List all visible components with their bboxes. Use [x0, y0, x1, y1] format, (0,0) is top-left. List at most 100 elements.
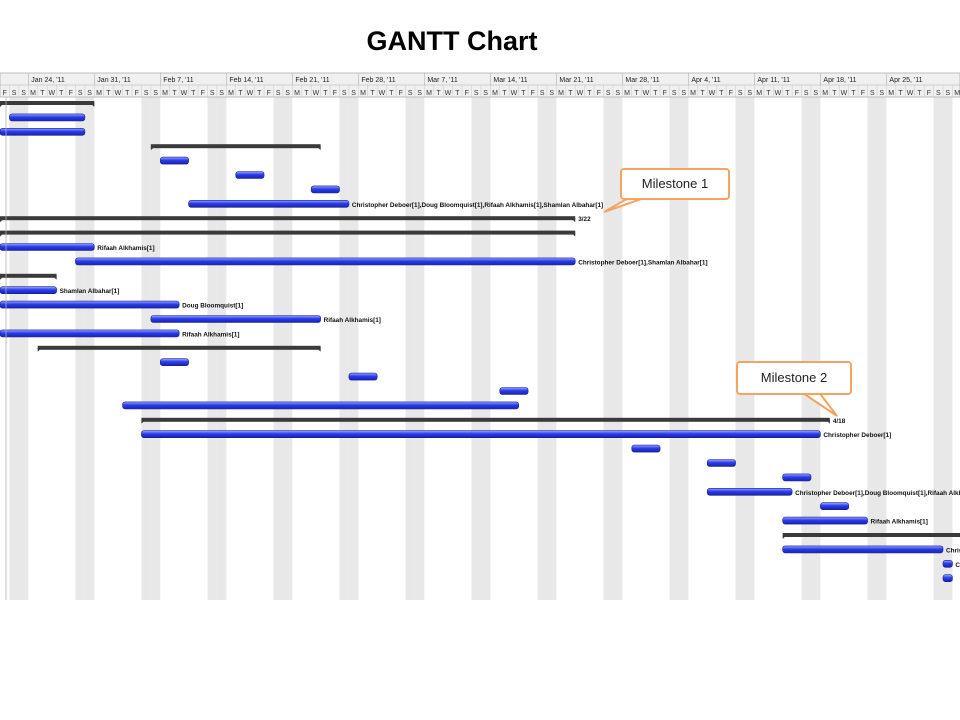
- day-letter: M: [228, 90, 234, 97]
- day-letter: T: [436, 90, 441, 97]
- day-letter: W: [445, 90, 452, 97]
- day-letter: W: [643, 90, 650, 97]
- task-label: Christopher Deboer[1],Doug Bloomquist[1]…: [795, 490, 960, 497]
- day-letter: M: [162, 90, 168, 97]
- task-label: 4/18: [833, 418, 846, 425]
- day-letter: W: [181, 90, 188, 97]
- summary-cap-left: [0, 103, 4, 107]
- day-letter: T: [238, 90, 243, 97]
- day-letter: F: [927, 90, 931, 97]
- summary-cap-right: [316, 347, 321, 352]
- milestone-callout: Milestone 1: [620, 168, 730, 200]
- summary-bar: [0, 230, 576, 235]
- weekend-shade: [603, 97, 613, 600]
- task-bar: [942, 559, 953, 568]
- day-letter: S: [87, 90, 92, 97]
- weekend-shade: [546, 97, 557, 600]
- week-label: Jan 31, '11: [97, 77, 131, 84]
- day-letter: T: [719, 90, 724, 97]
- day-letter: W: [247, 90, 254, 97]
- summary-cap-left: [0, 275, 4, 280]
- day-letter: F: [333, 90, 337, 97]
- day-letter: W: [775, 90, 782, 97]
- day-letter: T: [634, 90, 639, 97]
- day-letter: M: [492, 90, 498, 97]
- day-letter: T: [898, 90, 903, 97]
- day-letter: S: [12, 90, 17, 97]
- task-bar: [122, 401, 519, 410]
- day-letter: M: [294, 90, 300, 97]
- weekend-shade: [612, 97, 623, 600]
- day-letter: W: [907, 90, 914, 97]
- day-letter: S: [615, 90, 620, 97]
- task-label: Rifaah Alkhamis[1]: [324, 317, 381, 324]
- day-letter: S: [738, 90, 743, 97]
- weekend-shade: [801, 97, 811, 600]
- day-letter: T: [106, 90, 111, 97]
- day-letter: S: [483, 90, 488, 97]
- task-bar: [141, 430, 821, 439]
- day-letter: S: [936, 90, 941, 97]
- day-letter: M: [822, 90, 828, 97]
- weekend-shade: [735, 97, 745, 600]
- day-letter: S: [153, 90, 158, 97]
- summary-bar: [141, 417, 830, 422]
- task-label: Christopher Deboer[1]: [823, 432, 891, 439]
- day-letter: M: [756, 90, 762, 97]
- week-label: Feb 7, '11: [163, 77, 193, 84]
- day-letter: W: [709, 90, 716, 97]
- day-letter: S: [144, 90, 149, 97]
- day-letter: T: [389, 90, 394, 97]
- task-label: Christopher D: [946, 547, 960, 554]
- week-label: Apr 4, '11: [691, 77, 720, 84]
- day-letter: F: [399, 90, 403, 97]
- weekend-shade: [537, 97, 547, 600]
- day-letter: F: [663, 90, 667, 97]
- task-bar: [706, 487, 793, 496]
- task-label: Christopher Deboer[1],Shamlan Albahar[1]: [578, 259, 707, 266]
- day-letter: S: [474, 90, 479, 97]
- task-bar: [782, 545, 944, 554]
- weekend-shade: [471, 97, 481, 600]
- day-letter: M: [360, 90, 366, 97]
- summary-bar: [0, 216, 576, 221]
- day-letter: F: [597, 90, 601, 97]
- summary-cap-right: [957, 535, 960, 538]
- summary-cap-left: [141, 419, 146, 424]
- summary-cap-left: [150, 146, 155, 151]
- task-bar: [0, 243, 95, 251]
- day-letter: M: [690, 90, 696, 97]
- task-bar: [235, 171, 265, 179]
- day-letter: W: [115, 90, 122, 97]
- day-letter: T: [521, 90, 526, 97]
- task-bar: [9, 113, 86, 122]
- day-letter: M: [624, 90, 630, 97]
- day-letter: F: [531, 90, 535, 97]
- day-letter: T: [125, 90, 130, 97]
- weekend-shade: [810, 97, 821, 600]
- day-letter: T: [851, 90, 856, 97]
- day-letter: T: [785, 90, 790, 97]
- day-letter: W: [841, 90, 848, 97]
- summary-bar: [0, 273, 57, 278]
- task-label: Christopher Deboer[1],Doug Bloomquist[1]…: [352, 202, 603, 209]
- summary-bar: [37, 345, 321, 350]
- day-letter: W: [313, 90, 320, 97]
- day-letter: T: [172, 90, 177, 97]
- day-letter: T: [653, 90, 658, 97]
- day-letter: S: [870, 90, 875, 97]
- week-label: Feb 21, '11: [295, 77, 329, 84]
- task-label: Shamlan Albahar[1]: [60, 288, 120, 295]
- task-bar: [150, 315, 321, 323]
- day-letter: T: [700, 90, 705, 97]
- weekend-shade: [9, 97, 19, 600]
- task-bar: [75, 257, 576, 266]
- day-letter: S: [672, 90, 677, 97]
- day-letter: S: [285, 90, 290, 97]
- task-bar: [782, 473, 812, 482]
- day-letter: T: [832, 90, 837, 97]
- summary-cap-left: [37, 347, 42, 352]
- summary-cap-right: [571, 218, 576, 223]
- day-letter: F: [69, 90, 73, 97]
- weekend-shade: [18, 97, 29, 600]
